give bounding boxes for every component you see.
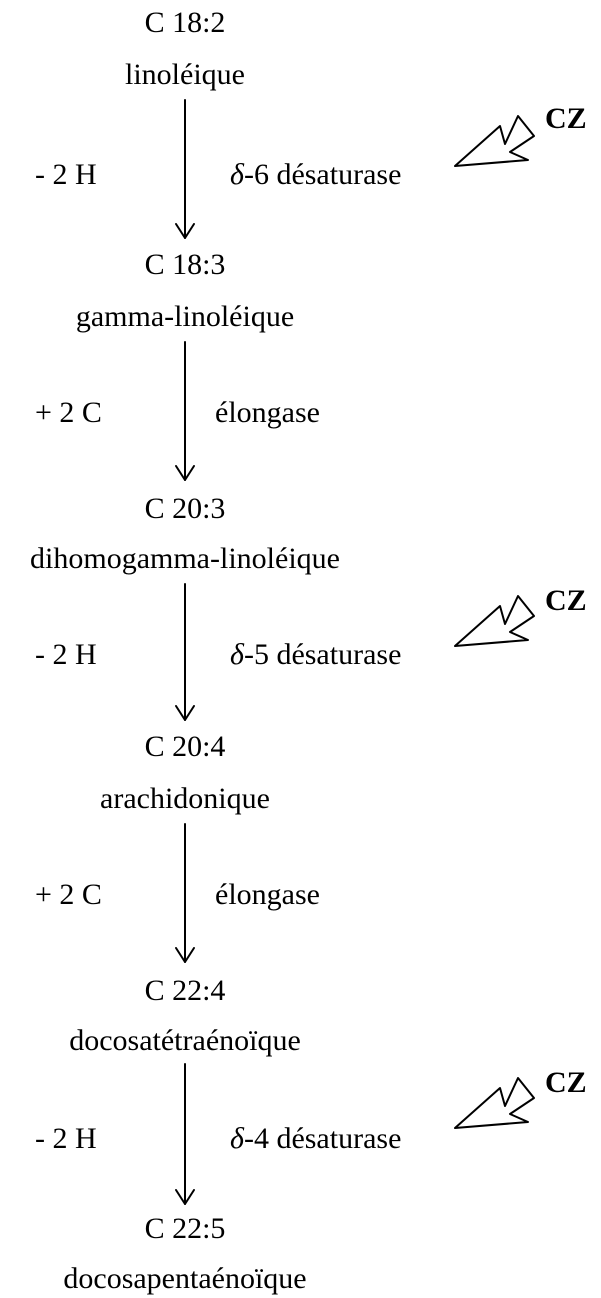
compound-formula: C 20:4 bbox=[144, 730, 226, 763]
cz-marker-label: CZ bbox=[545, 102, 587, 135]
step-enzyme-label: élongase bbox=[215, 878, 320, 911]
compound-name: linoléique bbox=[125, 58, 245, 91]
step-enzyme-label: δ-6 désaturase bbox=[230, 160, 401, 190]
step-enzyme-label: δ-5 désaturase bbox=[230, 640, 401, 670]
hollow-arrow-icon bbox=[454, 1077, 535, 1129]
down-arrow-icon bbox=[175, 1063, 195, 1205]
compound-formula: C 18:3 bbox=[144, 248, 226, 281]
compound-name: docosapentaénoïque bbox=[63, 1262, 307, 1295]
down-arrow-icon bbox=[175, 99, 195, 239]
step-change-label: + 2 C bbox=[35, 878, 102, 911]
enzyme-name: -6 désaturase bbox=[243, 158, 402, 191]
delta-symbol: δ bbox=[230, 158, 244, 191]
enzyme-name: -5 désaturase bbox=[243, 638, 402, 671]
step-change-label: - 2 H bbox=[35, 1122, 97, 1155]
compound-name: arachidonique bbox=[100, 782, 270, 815]
compound-formula: C 20:3 bbox=[144, 492, 226, 525]
enzyme-name: -4 désaturase bbox=[243, 1122, 402, 1155]
step-change-label: - 2 H bbox=[35, 158, 97, 191]
down-arrow-icon bbox=[175, 823, 195, 963]
step-change-label: - 2 H bbox=[35, 638, 97, 671]
delta-symbol: δ bbox=[230, 638, 244, 671]
cz-marker-label: CZ bbox=[545, 1066, 587, 1099]
cz-marker-label: CZ bbox=[545, 584, 587, 617]
compound-formula: C 18:2 bbox=[144, 6, 226, 39]
step-enzyme-label: δ-4 désaturase bbox=[230, 1124, 401, 1154]
compound-name: docosatétraénoïque bbox=[69, 1024, 301, 1057]
compound-formula: C 22:5 bbox=[144, 1212, 226, 1245]
hollow-arrow-icon bbox=[454, 115, 535, 167]
hollow-arrow-icon bbox=[454, 595, 535, 647]
delta-symbol: δ bbox=[230, 1122, 244, 1155]
down-arrow-icon bbox=[175, 341, 195, 481]
compound-formula: C 22:4 bbox=[144, 974, 226, 1007]
step-enzyme-label: élongase bbox=[215, 396, 320, 429]
step-change-label: + 2 C bbox=[35, 396, 102, 429]
compound-name: gamma-linoléique bbox=[75, 300, 295, 333]
compound-name: dihomogamma-linoléique bbox=[30, 542, 340, 575]
down-arrow-icon bbox=[175, 583, 195, 721]
